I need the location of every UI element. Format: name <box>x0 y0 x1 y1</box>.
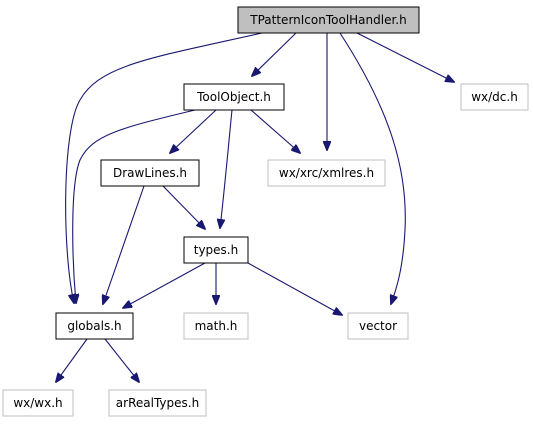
edge-globals-wxwx <box>56 338 88 382</box>
node-tpattern[interactable]: TPatternIconToolHandler.h <box>237 6 420 34</box>
node-toolobject[interactable]: ToolObject.h <box>183 83 285 111</box>
edge-toolobject-drawlines <box>170 109 217 153</box>
node-globals[interactable]: globals.h <box>55 312 134 340</box>
node-box-wxdc <box>460 83 529 111</box>
node-label-drawlines: DrawLines.h <box>113 166 187 180</box>
edge-tpattern-vector <box>339 32 406 304</box>
node-box-math <box>183 312 249 340</box>
node-vector: vector <box>347 312 409 340</box>
node-xmlres: wx/xrc/xmlres.h <box>267 159 386 187</box>
node-label-globals: globals.h <box>67 319 121 333</box>
node-box-toolobject <box>183 83 285 111</box>
node-label-math: math.h <box>195 319 238 333</box>
node-wxdc: wx/dc.h <box>460 83 529 111</box>
node-box-tpattern <box>237 6 420 34</box>
node-types[interactable]: types.h <box>183 236 249 264</box>
node-label-types: types.h <box>194 243 238 257</box>
edge-tpattern-wxdc <box>356 32 454 82</box>
edge-globals-arreal <box>104 338 139 382</box>
node-label-arreal: arRealTypes.h <box>116 396 199 410</box>
node-label-wxdc: wx/dc.h <box>471 90 518 104</box>
node-label-toolobject: ToolObject.h <box>196 90 271 104</box>
node-label-vector: vector <box>359 319 397 333</box>
node-box-arreal <box>108 389 207 417</box>
edge-toolobject-types <box>220 109 233 228</box>
node-drawlines[interactable]: DrawLines.h <box>100 159 200 187</box>
node-label-tpattern: TPatternIconToolHandler.h <box>249 13 406 27</box>
node-label-wxwx: wx/wx.h <box>13 396 62 410</box>
edge-toolobject-xmlres <box>250 109 300 153</box>
edge-drawlines-globals <box>103 185 145 304</box>
edge-tpattern-globals <box>65 32 263 303</box>
node-label-xmlres: wx/xrc/xmlres.h <box>279 166 374 180</box>
node-box-wxwx <box>2 389 74 417</box>
node-arreal: arRealTypes.h <box>108 389 207 417</box>
edge-drawlines-types <box>162 185 205 229</box>
node-box-vector <box>347 312 409 340</box>
node-math: math.h <box>183 312 249 340</box>
edges-layer <box>56 32 454 382</box>
node-box-globals <box>55 312 134 340</box>
edge-toolobject-globals <box>73 109 196 303</box>
edge-types-vector <box>247 262 342 315</box>
edge-types-globals <box>123 262 206 308</box>
node-box-types <box>183 236 249 264</box>
node-wxwx: wx/wx.h <box>2 389 74 417</box>
node-box-xmlres <box>267 159 386 187</box>
edge-tpattern-toolobject <box>252 32 297 76</box>
node-box-drawlines <box>100 159 200 187</box>
